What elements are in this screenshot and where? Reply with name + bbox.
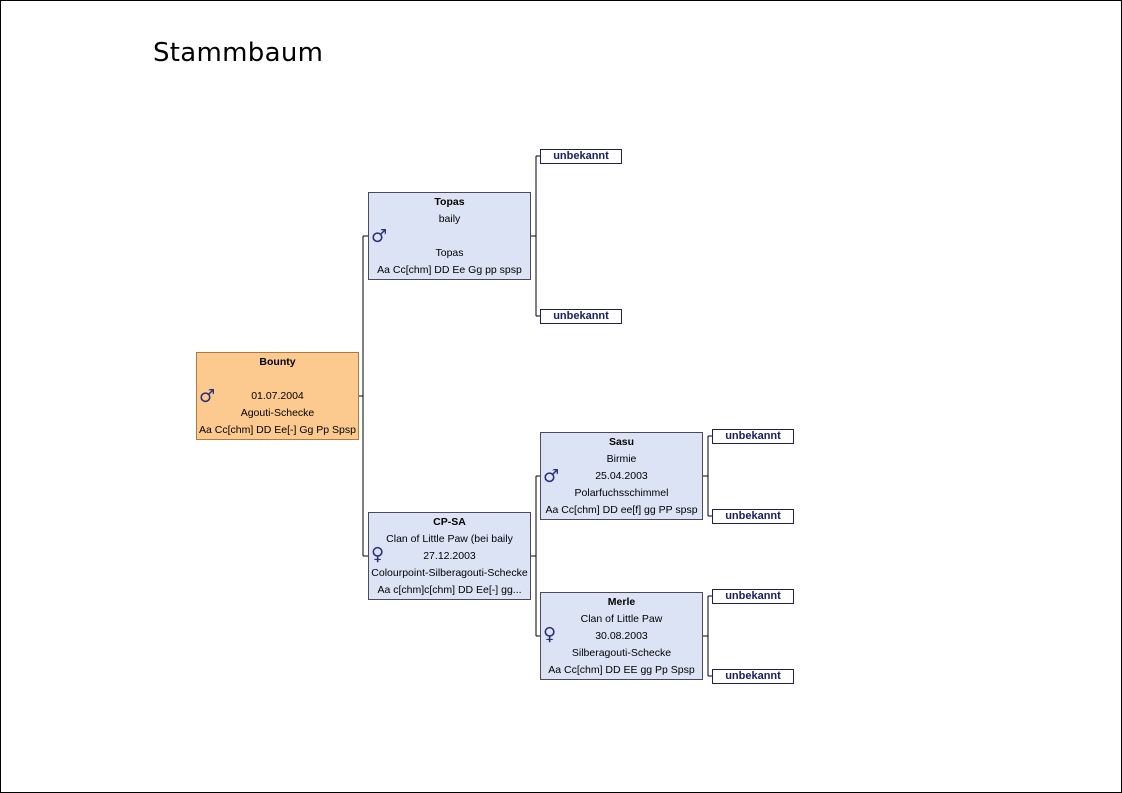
male-icon: ♂	[543, 466, 560, 487]
animal-name: Topas	[434, 196, 465, 208]
animal-name: Sasu	[608, 436, 635, 448]
unknown-ancestor-box[interactable]: unbekannt	[712, 509, 794, 524]
animal-birthdate	[369, 228, 530, 245]
animal-birthdate: 25.04.2003	[595, 470, 648, 482]
animal-genes: Aa Cc[chm] DD ee[f] gg PP spsp	[545, 504, 698, 516]
animal-birthdate: 27.12.2003	[423, 550, 476, 562]
animal-breeder: Birmie	[606, 453, 637, 465]
animal-genes: Aa Cc[chm] DD Ee Gg pp spsp	[377, 264, 522, 276]
animal-color: Colourpoint-Silberagouti-Schecke	[371, 567, 528, 579]
animal-card-merle[interactable]: Merle Clan of Little Paw 30.08.2003 Silb…	[540, 592, 703, 680]
unknown-ancestor-box[interactable]: unbekannt	[540, 149, 622, 164]
female-icon: ♀	[371, 544, 385, 565]
male-icon: ♂	[371, 226, 388, 247]
animal-name: Merle	[607, 596, 636, 608]
animal-breeder: Clan of Little Paw	[580, 613, 663, 625]
animal-name: Bounty	[259, 356, 296, 368]
animal-color: Polarfuchsschimmel	[574, 487, 669, 499]
animal-name: CP-SA	[433, 516, 466, 528]
animal-card-sasu[interactable]: Sasu Birmie 25.04.2003 Polarfuchsschimme…	[540, 432, 703, 520]
animal-color: Agouti-Schecke	[240, 407, 315, 419]
animal-genes: Aa Cc[chm] DD Ee[-] Gg Pp Spsp	[199, 424, 356, 436]
animal-breeder	[197, 371, 358, 388]
animal-birthdate: 30.08.2003	[595, 630, 648, 642]
animal-color: Silberagouti-Schecke	[571, 647, 672, 659]
unknown-ancestor-box[interactable]: unbekannt	[712, 589, 794, 604]
animal-breeder: baily	[438, 213, 461, 225]
unknown-ancestor-box[interactable]: unbekannt	[712, 669, 794, 684]
animal-genes: Aa c[chm]c[chm] DD Ee[-] gg...	[377, 584, 522, 596]
male-icon: ♂	[199, 386, 216, 407]
animal-color: Topas	[435, 247, 464, 259]
animal-genes: Aa Cc[chm] DD EE gg Pp Spsp	[548, 664, 695, 676]
animal-card-topas[interactable]: Topas baily Topas Aa Cc[chm] DD Ee Gg pp…	[368, 192, 531, 280]
female-icon: ♀	[543, 624, 557, 645]
animal-card-cp-sa[interactable]: CP-SA Clan of Little Paw (bei baily 27.1…	[368, 512, 531, 600]
animal-breeder: Clan of Little Paw (bei baily	[386, 533, 513, 545]
unknown-ancestor-box[interactable]: unbekannt	[540, 309, 622, 324]
animal-card-bounty[interactable]: Bounty 01.07.2004 Agouti-Schecke Aa Cc[c…	[196, 352, 359, 440]
page-title: Stammbaum	[153, 38, 324, 68]
unknown-ancestor-box[interactable]: unbekannt	[712, 429, 794, 444]
animal-birthdate: 01.07.2004	[251, 390, 304, 402]
